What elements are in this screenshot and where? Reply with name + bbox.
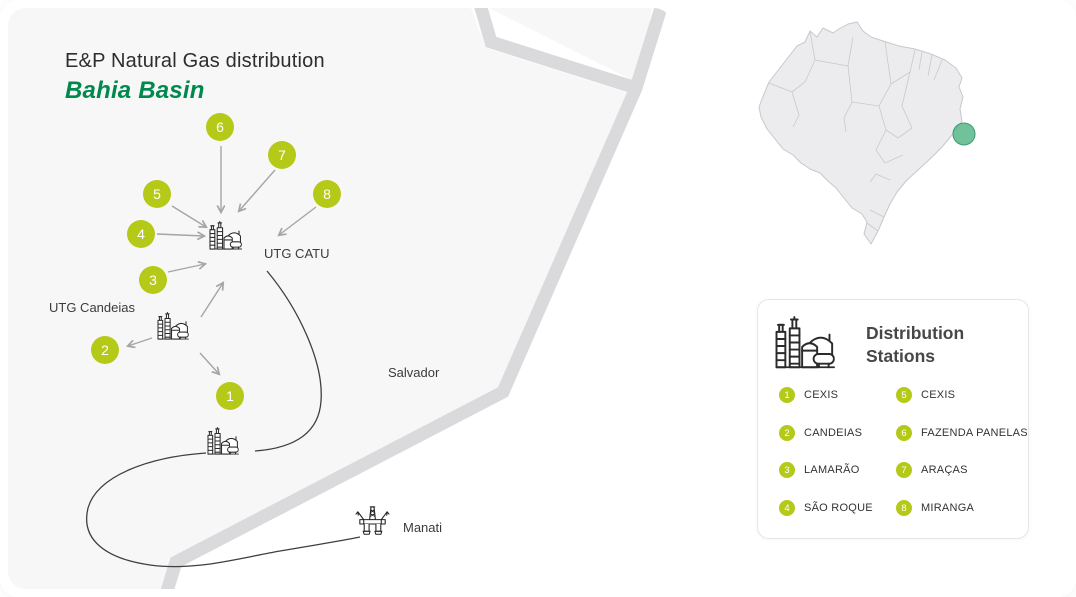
legend-item-7: 7 ARAÇAS xyxy=(896,462,968,478)
basin-name: Bahia Basin xyxy=(65,77,205,104)
legend-label-6: FAZENDA PANELAS xyxy=(921,427,1028,439)
station-marker-4: 4 xyxy=(127,220,155,248)
legend-item-3: 3 LAMARÃO xyxy=(779,462,860,478)
legend-num-7: 7 xyxy=(896,462,912,478)
legend-title-line2: Stations xyxy=(866,345,936,366)
legend-item-1: 1 CEXIS xyxy=(779,387,838,403)
legend-label-5: CEXIS xyxy=(921,389,956,401)
utg-candeias-label: UTG Candeias xyxy=(49,300,135,315)
brazil-outline xyxy=(758,21,964,245)
offshore-rig-icon-manati xyxy=(351,505,394,544)
legend-title: Distribution Stations xyxy=(866,322,964,368)
station-marker-7: 7 xyxy=(268,141,296,169)
legend-item-4: 4 SÃO ROQUE xyxy=(779,500,873,516)
station-marker-5: 5 xyxy=(143,180,171,208)
distribution-station-icon xyxy=(771,316,835,369)
flow-arrows xyxy=(128,146,317,374)
legend-num-2: 2 xyxy=(779,425,795,441)
salvador-label: Salvador xyxy=(388,365,440,380)
factory-icon-utg-catu xyxy=(207,221,242,250)
manati-label: Manati xyxy=(403,520,443,535)
legend-item-2: 2 CANDEIAS xyxy=(779,425,862,441)
brazil-state-borders xyxy=(768,30,943,232)
station-marker-8: 8 xyxy=(313,180,341,208)
utg-catu-label: UTG CATU xyxy=(264,246,330,261)
legend-item-8: 8 MIRANGA xyxy=(896,500,974,516)
legend-num-6: 6 xyxy=(896,425,912,441)
legend-num-4: 4 xyxy=(779,500,795,516)
bahia-basin-highlight xyxy=(952,122,976,146)
station-marker-6: 6 xyxy=(206,113,234,141)
station-marker-1: 1 xyxy=(216,382,244,410)
legend-label-8: MIRANGA xyxy=(921,502,975,514)
legend-title-line1: Distribution xyxy=(866,323,965,343)
station-marker-3: 3 xyxy=(139,266,167,294)
road-bands xyxy=(156,8,671,589)
legend-num-8: 8 xyxy=(896,500,912,516)
legend-item-6: 6 FAZENDA PANELAS xyxy=(896,425,1028,441)
title-line: E&P Natural Gas distribution xyxy=(65,50,325,72)
page-title: E&P Natural Gas distribution Bahia Basin xyxy=(65,50,325,105)
legend-label-4: SÃO ROQUE xyxy=(804,502,873,514)
legend-item-5: 5 CEXIS xyxy=(896,387,955,403)
legend-num-3: 3 xyxy=(779,462,795,478)
legend-label-1: CEXIS xyxy=(804,389,839,401)
brazil-inset-map xyxy=(758,21,976,245)
legend-num-5: 5 xyxy=(896,387,912,403)
bahia-basin-map xyxy=(8,8,672,589)
legend-label-3: LAMARÃO xyxy=(804,464,860,476)
station-marker-2: 2 xyxy=(91,336,119,364)
gas-pipeline xyxy=(86,270,361,568)
map-land xyxy=(8,8,672,589)
legend-card: Distribution Stations 1 CEXIS 2 CANDEIAS… xyxy=(757,299,1029,539)
legend-label-2: CANDEIAS xyxy=(804,427,863,439)
legend-label-7: ARAÇAS xyxy=(921,464,968,476)
legend-num-1: 1 xyxy=(779,387,795,403)
factory-icon-utg-candeias xyxy=(155,312,189,340)
factory-icon-coastal-station xyxy=(205,427,239,455)
